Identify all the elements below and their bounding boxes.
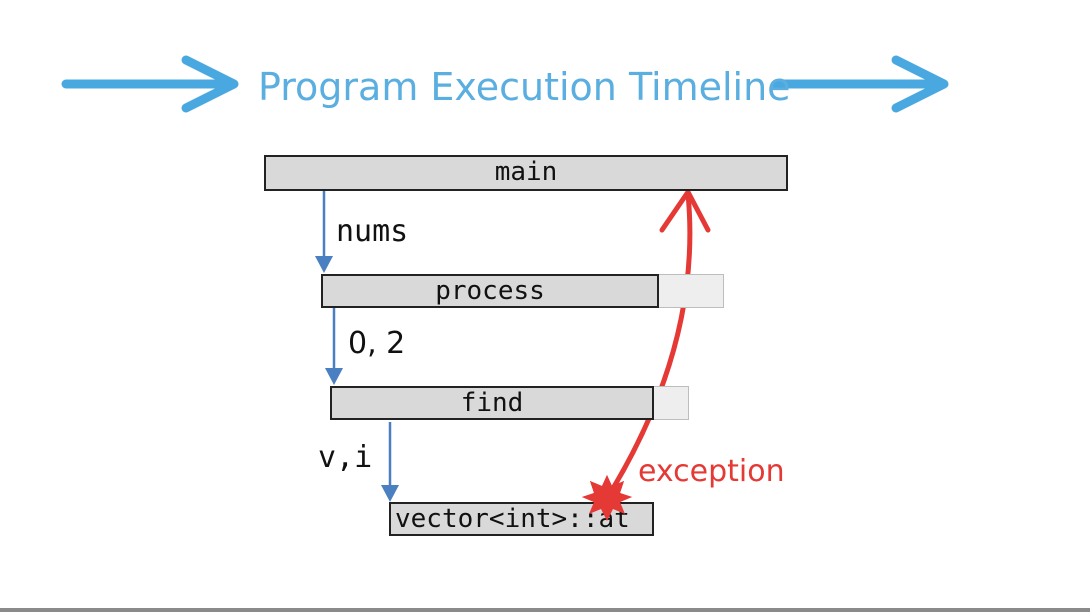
bottom-divider	[0, 608, 1090, 612]
frame-process-extension	[656, 274, 724, 308]
call-arrow-process-find	[325, 306, 343, 385]
exception-arrow	[609, 189, 711, 493]
exception-label: exception	[638, 454, 785, 489]
frame-vector-at: vector<int>::at	[389, 502, 654, 536]
frame-process: process	[321, 274, 659, 308]
timeline-arrow-left	[61, 55, 239, 113]
call-arrow-find-at	[381, 422, 399, 502]
frame-main: main	[264, 155, 788, 191]
exception-burst-icon-top	[582, 475, 632, 521]
timeline-arrow-right	[771, 55, 949, 113]
timeline-title: Program Execution Timeline	[258, 65, 791, 109]
arg-label-vi: v,i	[318, 440, 373, 475]
frame-find: find	[330, 386, 654, 420]
arg-label-nums: nums	[336, 214, 408, 250]
arg-label-nums-text: nums	[336, 214, 409, 249]
arg-label-indices: 0, 2	[348, 326, 406, 361]
call-arrow-main-process	[315, 190, 333, 273]
